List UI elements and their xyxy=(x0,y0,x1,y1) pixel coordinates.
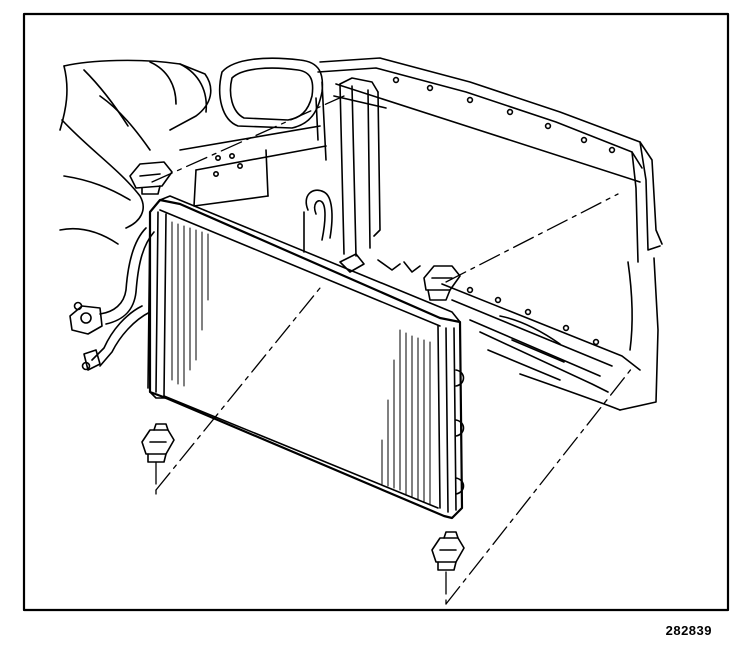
lower-insulator-right xyxy=(431,531,465,571)
condenser-fins xyxy=(171,221,431,505)
ac-refrigerant-lines xyxy=(69,227,155,371)
alignment-lines xyxy=(151,95,633,605)
condenser-assembly xyxy=(147,195,465,520)
lower-insulator-left xyxy=(141,423,175,463)
figure-number: 282839 xyxy=(665,623,712,638)
figure-frame xyxy=(22,12,730,612)
